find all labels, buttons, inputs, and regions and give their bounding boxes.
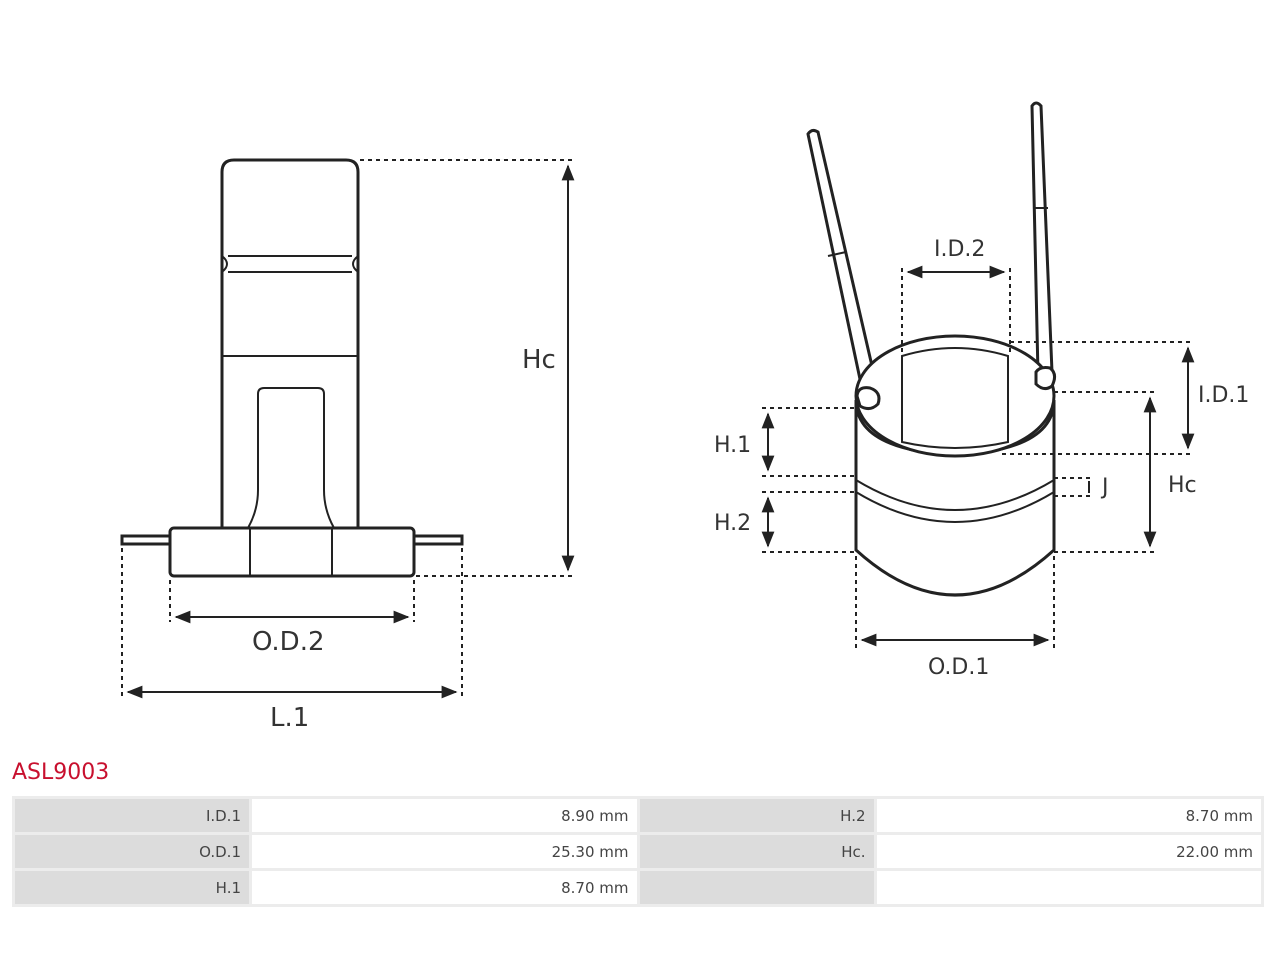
part-code: ASL9003 — [12, 760, 110, 785]
label-od2: O.D.2 — [252, 627, 325, 657]
spec-value: 25.30 mm — [252, 835, 637, 868]
label-id1: I.D.1 — [1198, 383, 1249, 408]
table-row: H.1 8.70 mm — [15, 871, 1261, 904]
spec-key — [639, 871, 874, 904]
label-id2: I.D.2 — [934, 237, 985, 262]
label-hc-right: Hc — [1168, 473, 1197, 498]
right-pin — [410, 534, 464, 546]
side-view: Hc O.D.2 L.1 — [120, 158, 575, 733]
isometric-view: I.D.2 I.D.1 Hc J H.1 H.2 O.D.1 — [714, 101, 1249, 680]
label-hc-left: Hc — [522, 345, 556, 375]
lead-wire-left — [806, 128, 880, 401]
label-l1: L.1 — [270, 703, 309, 733]
spec-key: H.2 — [639, 799, 874, 832]
spec-key: Hc. — [639, 835, 874, 868]
spec-value: 8.70 mm — [252, 871, 637, 904]
base-plate — [168, 526, 416, 578]
left-pin — [120, 534, 174, 546]
spec-key: I.D.1 — [15, 799, 249, 832]
table-row: O.D.1 25.30 mm Hc. 22.00 mm — [15, 835, 1261, 868]
spec-table: I.D.1 8.90 mm H.2 8.70 mm O.D.1 25.30 mm… — [12, 796, 1264, 907]
lead-wire-right — [1030, 101, 1054, 376]
ring-top — [854, 334, 1056, 458]
label-od1: O.D.1 — [928, 655, 989, 680]
label-j: J — [1100, 475, 1109, 500]
table-row: I.D.1 8.90 mm H.2 8.70 mm — [15, 799, 1261, 832]
spec-value: 22.00 mm — [876, 835, 1261, 868]
label-h1: H.1 — [714, 433, 751, 458]
technical-drawing: Hc O.D.2 L.1 I.D.2 — [120, 101, 1249, 733]
spec-value — [876, 871, 1261, 904]
body-column — [220, 158, 360, 530]
spec-key: O.D.1 — [15, 835, 249, 868]
label-h2: H.2 — [714, 511, 751, 536]
spec-value: 8.70 mm — [876, 799, 1261, 832]
spec-key: H.1 — [15, 871, 249, 904]
spec-value: 8.90 mm — [252, 799, 637, 832]
